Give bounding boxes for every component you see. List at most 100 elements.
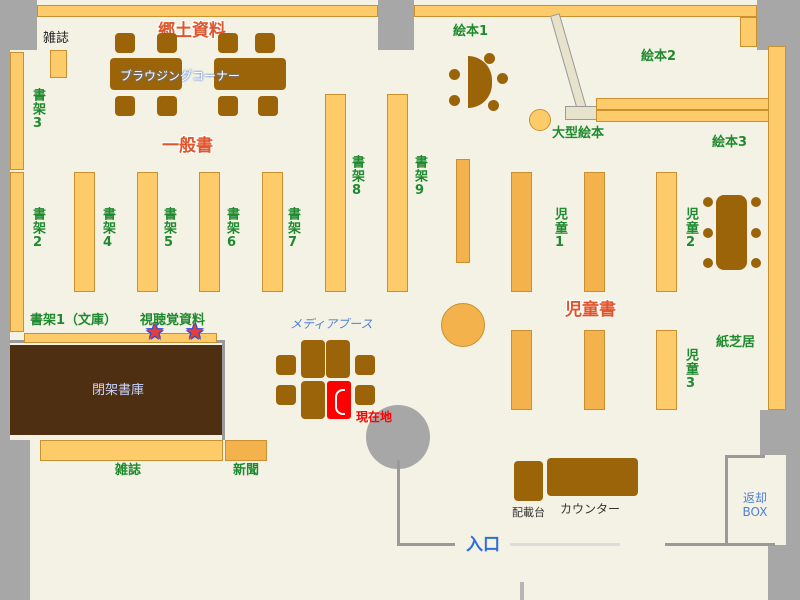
chair <box>157 96 177 116</box>
stool <box>449 95 460 106</box>
shelf3-label: 書架3 <box>30 88 45 132</box>
chair <box>218 33 238 53</box>
small-shelf <box>456 159 470 263</box>
child2-label: 児童2 <box>683 207 698 251</box>
entrance-label: 入口 <box>466 535 500 555</box>
wall-left <box>0 0 10 600</box>
top-shelf-right <box>414 5 757 17</box>
shelf9 <box>387 94 408 292</box>
booth-seat <box>355 355 375 375</box>
distribution-table-label: 配載台 <box>512 506 545 519</box>
kids-stool <box>751 258 761 268</box>
stool <box>497 73 508 84</box>
kids-stool <box>751 197 761 207</box>
distribution-table <box>514 461 543 501</box>
large-picture-book-stand <box>565 106 597 120</box>
shelf7-label: 書架7 <box>285 207 300 251</box>
audio-visual-star-icon: ★ <box>185 320 205 345</box>
media-booth-label: メディアブース <box>290 317 373 331</box>
top-shelf-left <box>37 5 378 17</box>
partition-line <box>665 543 775 546</box>
picture2-shelf <box>596 98 771 110</box>
table <box>214 58 286 90</box>
shelf7 <box>262 172 283 292</box>
child3-shelf <box>656 330 677 410</box>
kamishibai-label: 紙芝居 <box>716 335 756 350</box>
entrance-door-line <box>510 543 620 546</box>
round-pillar <box>366 405 430 469</box>
diagonal-shelf <box>550 13 588 113</box>
booth-seat <box>276 355 296 375</box>
child-shelf-d <box>584 330 605 410</box>
booth-seat <box>301 381 325 419</box>
partition-line <box>222 340 225 440</box>
child1-shelf <box>511 172 532 292</box>
shelf5-label: 書架5 <box>161 207 176 251</box>
shelf8 <box>325 94 346 292</box>
service-counter <box>547 458 638 496</box>
booth-seat <box>326 340 350 378</box>
chair <box>115 96 135 116</box>
magazine-bottom-label: 雑誌 <box>115 463 142 478</box>
entrance-door-mark <box>520 582 524 600</box>
chair <box>255 33 275 53</box>
audio-visual-star-icon: ★ <box>145 320 165 345</box>
wall-top-pillar <box>378 0 414 50</box>
wall-bottom-left <box>0 440 30 600</box>
booth-seat <box>301 340 325 378</box>
current-location-label: 現在地 <box>356 410 393 424</box>
top-right-corner-shelf <box>740 17 757 47</box>
reading-round-table <box>441 303 485 347</box>
newspaper-shelf <box>225 440 267 461</box>
paperback-shelf-label: 書架1（文庫） <box>30 313 118 328</box>
return-box-label: 返却BOX <box>742 491 768 520</box>
chair <box>115 33 135 53</box>
right-wall-shelf <box>768 46 786 410</box>
picture2-shelf-lower <box>596 110 771 122</box>
wall-right <box>786 0 800 600</box>
shelf4-label: 書架4 <box>100 207 115 251</box>
chair <box>157 33 177 53</box>
booth-seat <box>276 385 296 405</box>
child1-label: 児童1 <box>552 207 567 251</box>
partition-line <box>725 455 728 545</box>
child-shelf-c <box>511 330 532 410</box>
picture1-label: 絵本1 <box>453 24 489 39</box>
kids-stool <box>703 197 713 207</box>
shelf8-label: 書架8 <box>349 155 364 199</box>
current-location-marker <box>327 381 351 419</box>
shelf6-label: 書架6 <box>224 207 239 251</box>
shelf6 <box>199 172 220 292</box>
shelf3-wall <box>10 52 24 170</box>
paperback-av-shelf <box>24 333 217 343</box>
magazine-top-shelf <box>50 50 67 78</box>
wall-right-block <box>760 410 800 455</box>
booth-seat <box>355 385 375 405</box>
stool <box>449 69 460 80</box>
audio-visual-label: 視聴覚資料 <box>140 313 206 328</box>
stool <box>484 53 495 64</box>
kids-stool <box>703 258 713 268</box>
kids-table <box>716 195 747 270</box>
kids-stool <box>751 228 761 238</box>
shelf5 <box>137 172 158 292</box>
closed-stacks-label: 閉架書庫 <box>92 383 145 398</box>
current-location-arrow-icon <box>335 389 345 415</box>
table <box>110 58 182 90</box>
browsing-corner-label: ブラウジングコーナー <box>120 69 241 83</box>
shelf4 <box>74 172 95 292</box>
partition-line <box>397 460 400 545</box>
counter-label: カウンター <box>560 502 621 516</box>
wall-bottom-right <box>768 545 800 600</box>
magazine-bottom-shelf <box>40 440 223 461</box>
shelf2-wall <box>10 172 24 332</box>
shelf9-label: 書架9 <box>412 155 427 199</box>
stool <box>488 100 499 111</box>
child-shelf-b <box>584 172 605 292</box>
partition-line <box>725 455 765 458</box>
chair <box>258 96 278 116</box>
round-table <box>529 109 551 131</box>
chair <box>218 96 238 116</box>
child3-label: 児童3 <box>683 348 698 392</box>
picture3-label: 絵本3 <box>712 135 748 150</box>
